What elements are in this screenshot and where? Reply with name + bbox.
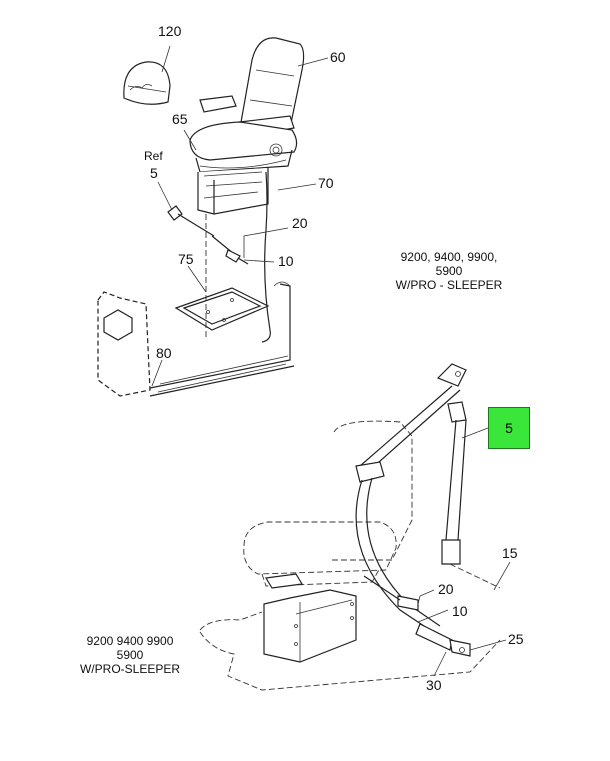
seat-mounting-plate	[174, 214, 270, 340]
callout-65[interactable]: 65	[172, 111, 188, 127]
callout-20-top[interactable]: 20	[292, 215, 308, 231]
callout-75[interactable]: 75	[178, 251, 194, 267]
model-note-top-right: 9200, 9400, 9900, 5900 W/PRO - SLEEPER	[386, 250, 512, 292]
callout-ref-5[interactable]: 5	[150, 165, 158, 181]
callout-60[interactable]: 60	[330, 49, 346, 65]
callout-15[interactable]: 15	[502, 545, 518, 561]
callout-30[interactable]: 30	[426, 677, 442, 693]
leader-lines	[151, 45, 511, 677]
model-note-top-right-line1: 9200, 9400, 9900,	[400, 250, 498, 264]
callout-70[interactable]: 70	[318, 175, 334, 191]
callout-10-bottom[interactable]: 10	[452, 603, 468, 619]
model-note-bottom-left: 9200 9400 9900 5900 W/PRO-SLEEPER	[70, 634, 190, 676]
callout-ref-label: Ref	[144, 149, 163, 163]
callout-120[interactable]: 120	[158, 23, 182, 39]
callout-80[interactable]: 80	[156, 345, 172, 361]
model-note-bottom-left-line3: W/PRO-SLEEPER	[79, 662, 181, 676]
headrest-part	[123, 61, 171, 105]
model-note-top-right-line3: W/PRO - SLEEPER	[395, 278, 503, 292]
cab-floor-riser	[97, 281, 295, 397]
air-seat-assembly	[189, 37, 305, 215]
model-note-top-right-line2: 5900	[435, 264, 463, 278]
seat-with-three-point-belt	[199, 363, 501, 691]
model-note-bottom-left-line1: 9200 9400 9900	[86, 634, 174, 648]
callout-10-top[interactable]: 10	[278, 253, 294, 269]
callout-25[interactable]: 25	[508, 631, 524, 647]
callout-20-bottom[interactable]: 20	[438, 581, 454, 597]
callout-5-highlighted[interactable]: 5	[488, 407, 530, 449]
model-note-bottom-left-line2: 5900	[116, 648, 144, 662]
